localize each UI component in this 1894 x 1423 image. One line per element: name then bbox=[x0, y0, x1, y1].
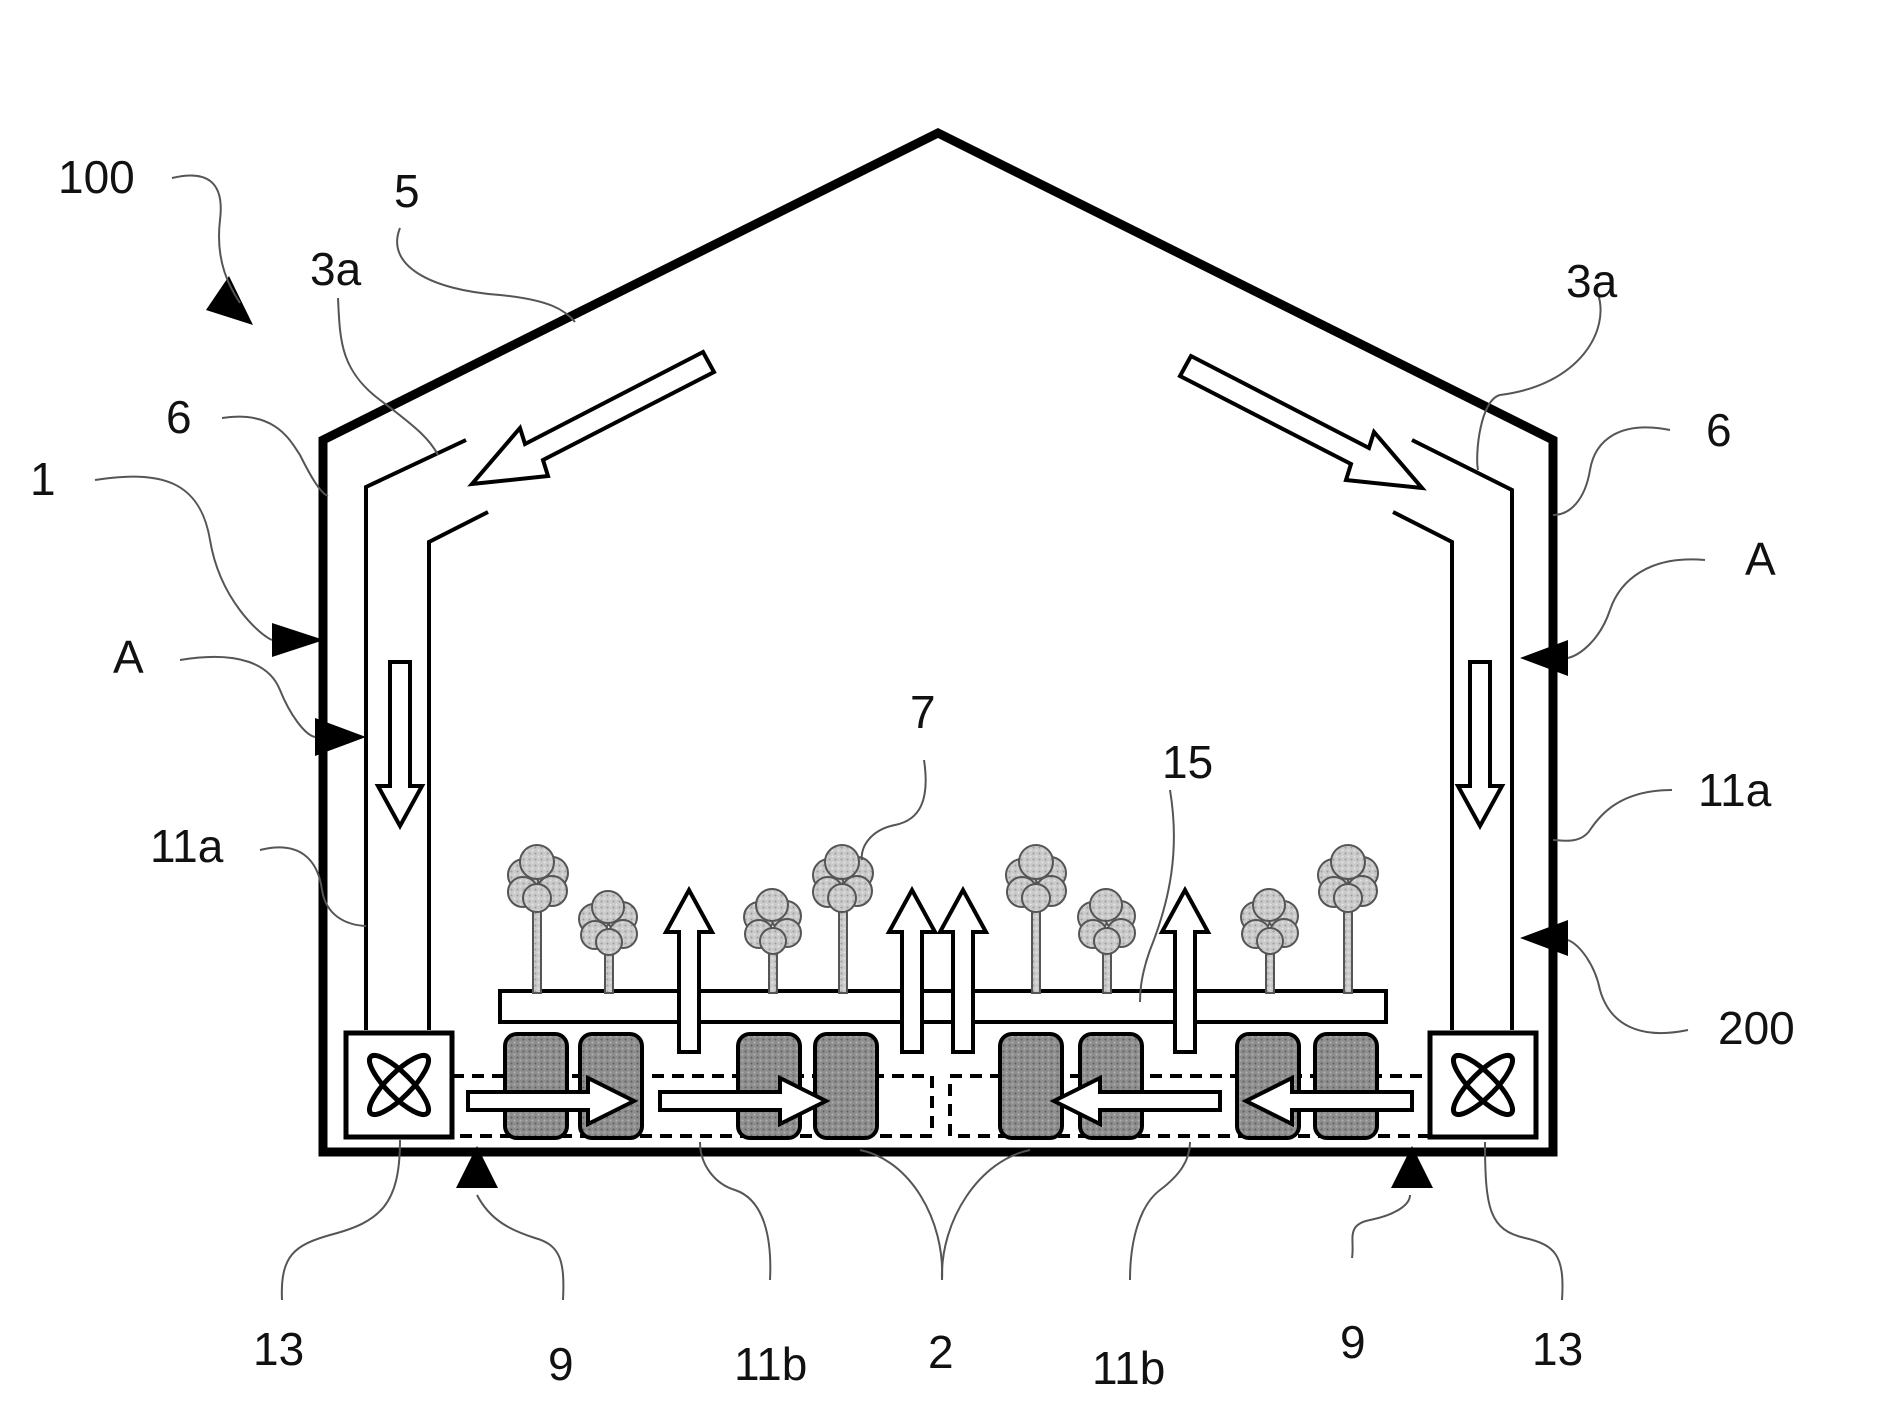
plant bbox=[1318, 845, 1378, 993]
plant bbox=[1241, 889, 1298, 993]
label-11b-left: 11b bbox=[734, 1338, 807, 1390]
label-5: 5 bbox=[394, 165, 420, 217]
inner-duct-wall-right bbox=[1393, 512, 1452, 1030]
arrowhead-200 bbox=[1520, 920, 1568, 956]
duct-down-arrows bbox=[378, 662, 1502, 826]
label-9-right: 9 bbox=[1340, 1316, 1366, 1368]
arrowhead-a-right bbox=[1520, 640, 1568, 676]
label-3a-left: 3a bbox=[310, 243, 362, 295]
heat-storage-blocks bbox=[505, 1034, 1377, 1138]
label-7: 7 bbox=[910, 686, 936, 738]
plants bbox=[508, 845, 1378, 993]
outer-duct-wall-left bbox=[366, 440, 466, 1030]
label-100: 100 bbox=[58, 151, 135, 203]
grow-table bbox=[500, 991, 1386, 1022]
arrowhead-1 bbox=[272, 623, 324, 657]
label-2: 2 bbox=[928, 1326, 954, 1378]
fan-right bbox=[1430, 1033, 1536, 1137]
label-13-right: 13 bbox=[1532, 1323, 1583, 1375]
plant bbox=[508, 845, 568, 993]
inner-duct-wall-left bbox=[429, 512, 488, 1030]
label-a-right: A bbox=[1745, 533, 1776, 585]
label-9-left: 9 bbox=[548, 1338, 574, 1390]
label-11b-right: 11b bbox=[1092, 1342, 1165, 1394]
label-6-right: 6 bbox=[1706, 404, 1732, 456]
label-200: 200 bbox=[1718, 1002, 1795, 1054]
plant bbox=[813, 845, 873, 993]
roof-inflow-arrows bbox=[472, 352, 1422, 488]
arrowhead-a-left bbox=[315, 718, 366, 756]
label-6-left: 6 bbox=[166, 391, 192, 443]
plant bbox=[579, 891, 637, 993]
label-11a-right: 11a bbox=[1698, 764, 1772, 816]
fan-left bbox=[346, 1033, 452, 1137]
label-11a-left: 11a bbox=[150, 820, 224, 872]
plant bbox=[1006, 845, 1066, 993]
label-a-left: A bbox=[113, 631, 144, 683]
label-1: 1 bbox=[30, 453, 56, 505]
plant bbox=[1078, 889, 1135, 993]
label-13-left: 13 bbox=[253, 1323, 304, 1375]
plant bbox=[744, 889, 801, 993]
label-3a-right: 3a bbox=[1566, 255, 1618, 307]
label-15: 15 bbox=[1162, 736, 1213, 788]
